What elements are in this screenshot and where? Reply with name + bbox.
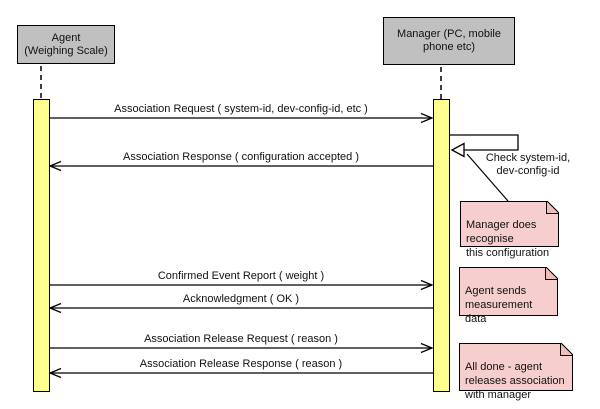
message-association-release-response (48, 367, 433, 379)
note-manager-recognises: Manager does recognise this configuratio… (460, 201, 559, 259)
message-label-association-release-response: Association Release Response ( reason ) (139, 358, 343, 370)
note-fold-icon (546, 201, 559, 214)
note-text: Agent sends measurement data (465, 285, 533, 325)
note-agent-sends-data: Agent sends measurement data (459, 267, 558, 325)
open-triangle-arrowhead-icon (450, 142, 465, 158)
self-message-label: Check system-id, dev-config-id (485, 152, 571, 177)
note-fold-icon (560, 343, 573, 356)
message-acknowledgment (48, 302, 433, 314)
arrowhead-left-icon (48, 160, 62, 172)
arrowhead-right-icon (420, 342, 434, 354)
actor-box-agent: Agent (Weighing Scale) (17, 25, 115, 64)
arrowhead-left-icon (48, 367, 62, 379)
message-label-association-response: Association Response ( configuration acc… (122, 151, 360, 163)
note-fold-icon (545, 267, 558, 280)
agent-activation-bar (33, 99, 50, 392)
arrowhead-left-icon (48, 302, 62, 314)
message-association-response (48, 160, 433, 172)
message-association-release-request (49, 342, 434, 354)
message-confirmed-event-report (49, 279, 434, 291)
note-text: All done - agent releases association wi… (465, 361, 565, 401)
message-label-acknowledgment: Acknowledgment ( OK ) (182, 293, 300, 305)
note-connector-line (466, 153, 509, 202)
message-label-association-request: Association Request ( system-id, dev-con… (114, 103, 368, 115)
message-label-confirmed-event-report: Confirmed Event Report ( weight ) (157, 270, 325, 282)
arrowhead-right-icon (420, 112, 434, 124)
self-message-check-system-id (449, 134, 519, 158)
actor-box-manager: Manager (PC, mobile phone etc) (383, 17, 515, 65)
manager-activation-bar (433, 99, 450, 392)
note-text: Manager does recognise this configuratio… (466, 219, 550, 259)
message-association-request (49, 112, 434, 124)
note-all-done: All done - agent releases association wi… (459, 343, 573, 401)
message-label-association-release-request: Association Release Request ( reason ) (144, 333, 338, 345)
arrowhead-right-icon (420, 279, 434, 291)
